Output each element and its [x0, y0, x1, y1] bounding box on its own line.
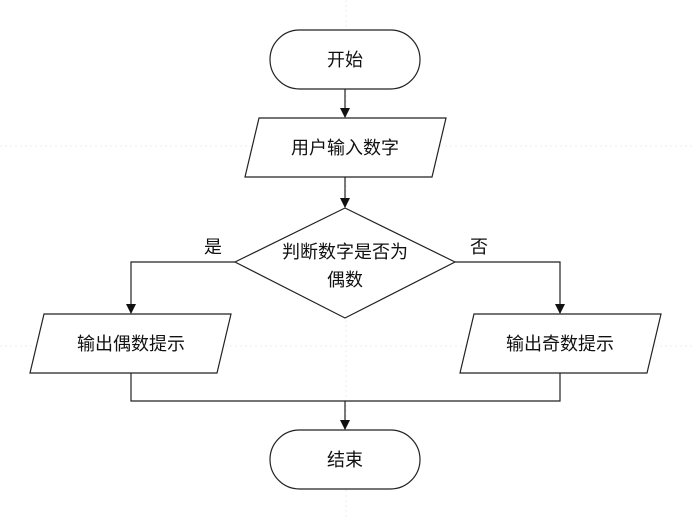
edges — [126, 89, 565, 430]
start-label: 开始 — [327, 50, 363, 71]
odd-output-node[interactable]: 输出奇数提示 — [459, 313, 662, 374]
end-label: 结束 — [327, 450, 363, 471]
decision-label-line2: 偶数 — [327, 270, 363, 291]
even-label: 输出偶数提示 — [77, 334, 185, 355]
end-terminator-shape — [269, 429, 421, 490]
input-label: 用户输入数字 — [291, 138, 399, 159]
end-node[interactable]: 结束 — [269, 429, 421, 490]
odd-parallelogram-shape — [459, 313, 662, 374]
even-parallelogram-shape — [29, 313, 232, 374]
start-terminator-shape — [269, 29, 421, 90]
odd-label: 输出奇数提示 — [506, 334, 614, 355]
edge-odd-to-merge — [345, 373, 561, 402]
decision-label-line1: 判断数字是否为 — [282, 242, 408, 263]
even-output-node[interactable]: 输出偶数提示 — [29, 313, 232, 374]
decision-node[interactable]: 判断数字是否为 偶数 — [233, 207, 457, 319]
edge-decision-to-even — [126, 261, 235, 314]
edge-even-to-merge — [130, 373, 345, 402]
edge-label-yes: 是 — [204, 237, 222, 258]
edge-label-no: 否 — [470, 237, 488, 258]
input-node[interactable]: 用户输入数字 — [244, 117, 447, 178]
start-node[interactable]: 开始 — [269, 29, 421, 90]
edge-decision-to-odd — [455, 261, 565, 314]
input-parallelogram-shape — [244, 117, 447, 178]
decision-diamond-shape — [233, 207, 457, 319]
